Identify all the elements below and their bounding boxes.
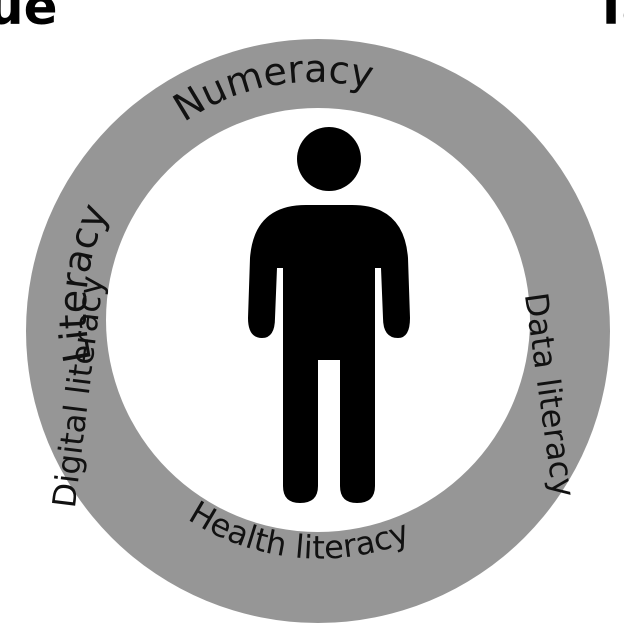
person-icon [248, 127, 410, 503]
cropped-heading-right: Ta [594, 0, 624, 36]
cropped-heading-left: ue [0, 0, 58, 36]
